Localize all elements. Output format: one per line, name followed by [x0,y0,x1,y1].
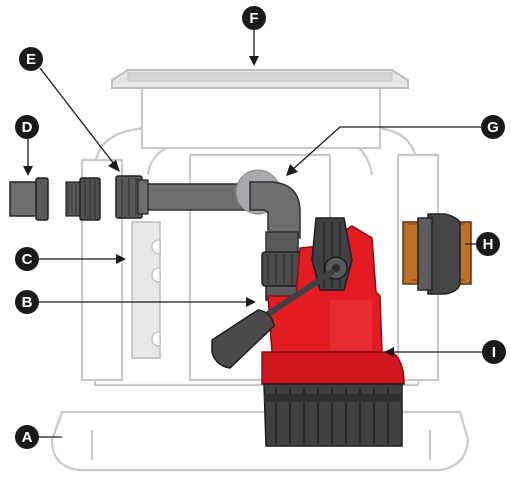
pipe-fittings [9,175,149,221]
callout-label-g: G [487,119,499,136]
discharge-pipe [141,169,303,301]
callout-label-c: C [22,251,33,268]
leader-lines [23,30,484,438]
callout-label-a: A [22,429,33,446]
callout-badge-c: C [15,247,39,271]
callout-label-h: H [483,236,494,253]
mounting-bracket [131,221,161,359]
callout-label-b: B [22,294,33,311]
callout-badge-d: D [15,115,39,139]
callout-badge-i: I [482,340,506,364]
basin-lid [111,69,409,150]
callout-badge-b: B [15,290,39,314]
float-switch [211,269,335,369]
callout-badge-g: G [481,115,505,139]
callout-label-f: F [249,10,258,27]
callout-label-e: E [26,51,36,68]
callout-badge-e: E [19,47,43,71]
callout-badge-a: A [15,425,39,449]
callout-badge-h: H [476,232,500,256]
callout-label-i: I [492,344,496,361]
wall-grommet [402,213,472,295]
callout-label-d: D [22,119,33,136]
callout-badge-f: F [242,6,266,30]
sump-pump [261,217,405,447]
basin-base [50,410,470,472]
